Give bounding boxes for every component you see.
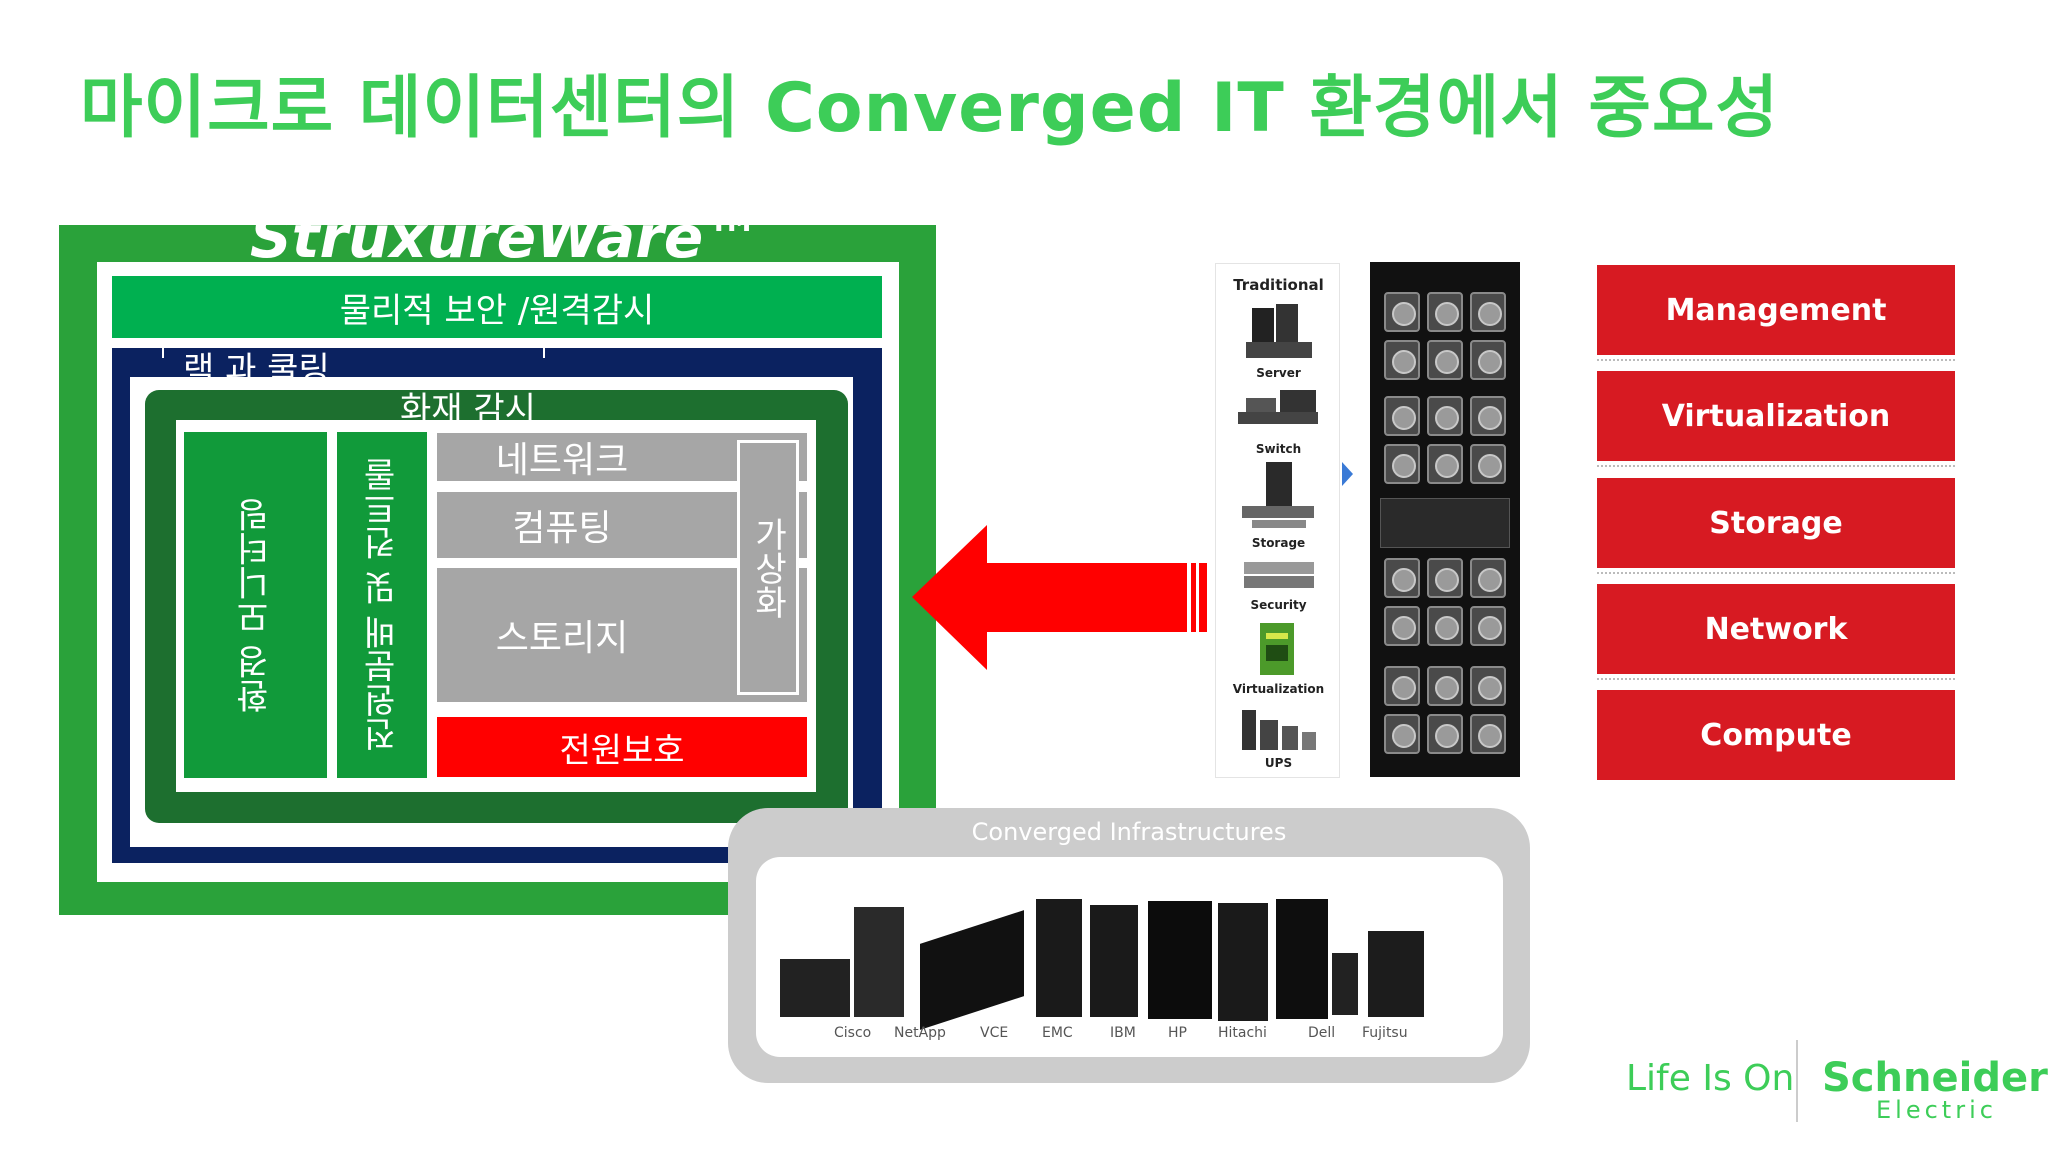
triangle-right-icon [1342,462,1353,486]
vendor-label: Dell [1308,1025,1336,1041]
vendor-label: EMC [1042,1025,1073,1041]
converged-inner: Cisco NetApp VCE EMC IBM HP Hitachi Dell… [756,857,1503,1057]
cabinet-image [1368,931,1424,1017]
switch-icon [1238,390,1318,424]
vendor-label: NetApp [894,1025,946,1041]
stack-virtualization: Virtualization [1597,371,1955,461]
ups-label: UPS [1264,756,1293,770]
vendor-label: HP [1168,1025,1187,1041]
traditional-panel: Traditional Server Switch Storage Securi… [1215,263,1340,778]
stack-compute: Compute [1597,690,1955,780]
cabinet-image [854,907,904,1017]
stack-divider [1597,678,1955,680]
cabinet-image [1148,901,1212,1019]
ups-icon [1242,710,1316,750]
power-protection-bar: 전원보호 [437,717,807,777]
stack-divider [1597,572,1955,574]
virtualization-label-small: Virtualization [1232,682,1325,696]
physical-security-bar: 물리적 보안 /원격감시 [112,276,882,338]
env-monitoring-label: 환경 모니터링 [236,497,276,713]
traditional-title: Traditional [1233,276,1324,294]
vendor-label: VCE [980,1025,1009,1041]
stack-divider [1597,465,1955,467]
server-label: Server [1256,366,1301,380]
footer-divider [1796,1040,1798,1122]
cabinet-image [1332,953,1358,1015]
server-icon [1246,304,1312,358]
network-label: 네트워크 [495,440,629,481]
schneider-logo-icon: Schneider [1822,1055,2048,1101]
virtualization-icon [1260,623,1294,675]
power-distribution-label: 전원분배 및 컨트롤 [362,458,403,752]
security-label: Security [1250,598,1307,612]
life-is-on-tagline: Life Is On [1626,1058,1795,1099]
cabinet-image [1218,903,1268,1021]
arrow-left-icon [912,525,1207,670]
page-title: 마이크로 데이터센터의 Converged IT 환경에서 중요성 [80,69,1780,148]
stack-management: Management [1597,265,1955,355]
vendor-label: Cisco [834,1025,872,1041]
cabinet-image [920,910,1024,1030]
cabinet-image [1090,905,1138,1017]
converged-title: Converged Infrastructures [971,818,1287,846]
computing-label: 컴퓨팅 [512,508,612,549]
schneider-electric-label: Electric [1876,1096,1997,1124]
switch-label: Switch [1255,442,1302,456]
env-monitoring-column: 환경 모니터링 [184,432,327,778]
storage-label: 스토리지 [495,618,629,659]
stack-storage: Storage [1597,478,1955,568]
storage-label: Storage [1251,536,1306,550]
stack-network: Network [1597,584,1955,674]
divider-tick [162,342,164,358]
struxureware-logo: StruxureWare™ [250,203,762,271]
physical-security-label: 물리적 보안 /원격감시 [339,290,655,331]
vendor-label: Fujitsu [1362,1025,1408,1041]
divider-tick [543,342,545,358]
vendor-label: Hitachi [1218,1025,1267,1041]
cabinet-image [780,959,850,1017]
security-icon [1244,562,1314,588]
virtualization-bar: 가상화 [737,440,799,695]
stack-divider [1597,359,1955,361]
storage-icon [1242,462,1314,528]
power-distribution-column: 전원분배 및 컨트롤 [337,432,427,778]
virtualization-label: 가상화 [747,516,788,619]
power-protection-label: 전원보호 [559,730,685,771]
cabinet-image [1276,899,1328,1019]
cabinet-image [1036,899,1082,1017]
converged-rack [1370,262,1520,777]
vendor-label: IBM [1110,1025,1136,1041]
